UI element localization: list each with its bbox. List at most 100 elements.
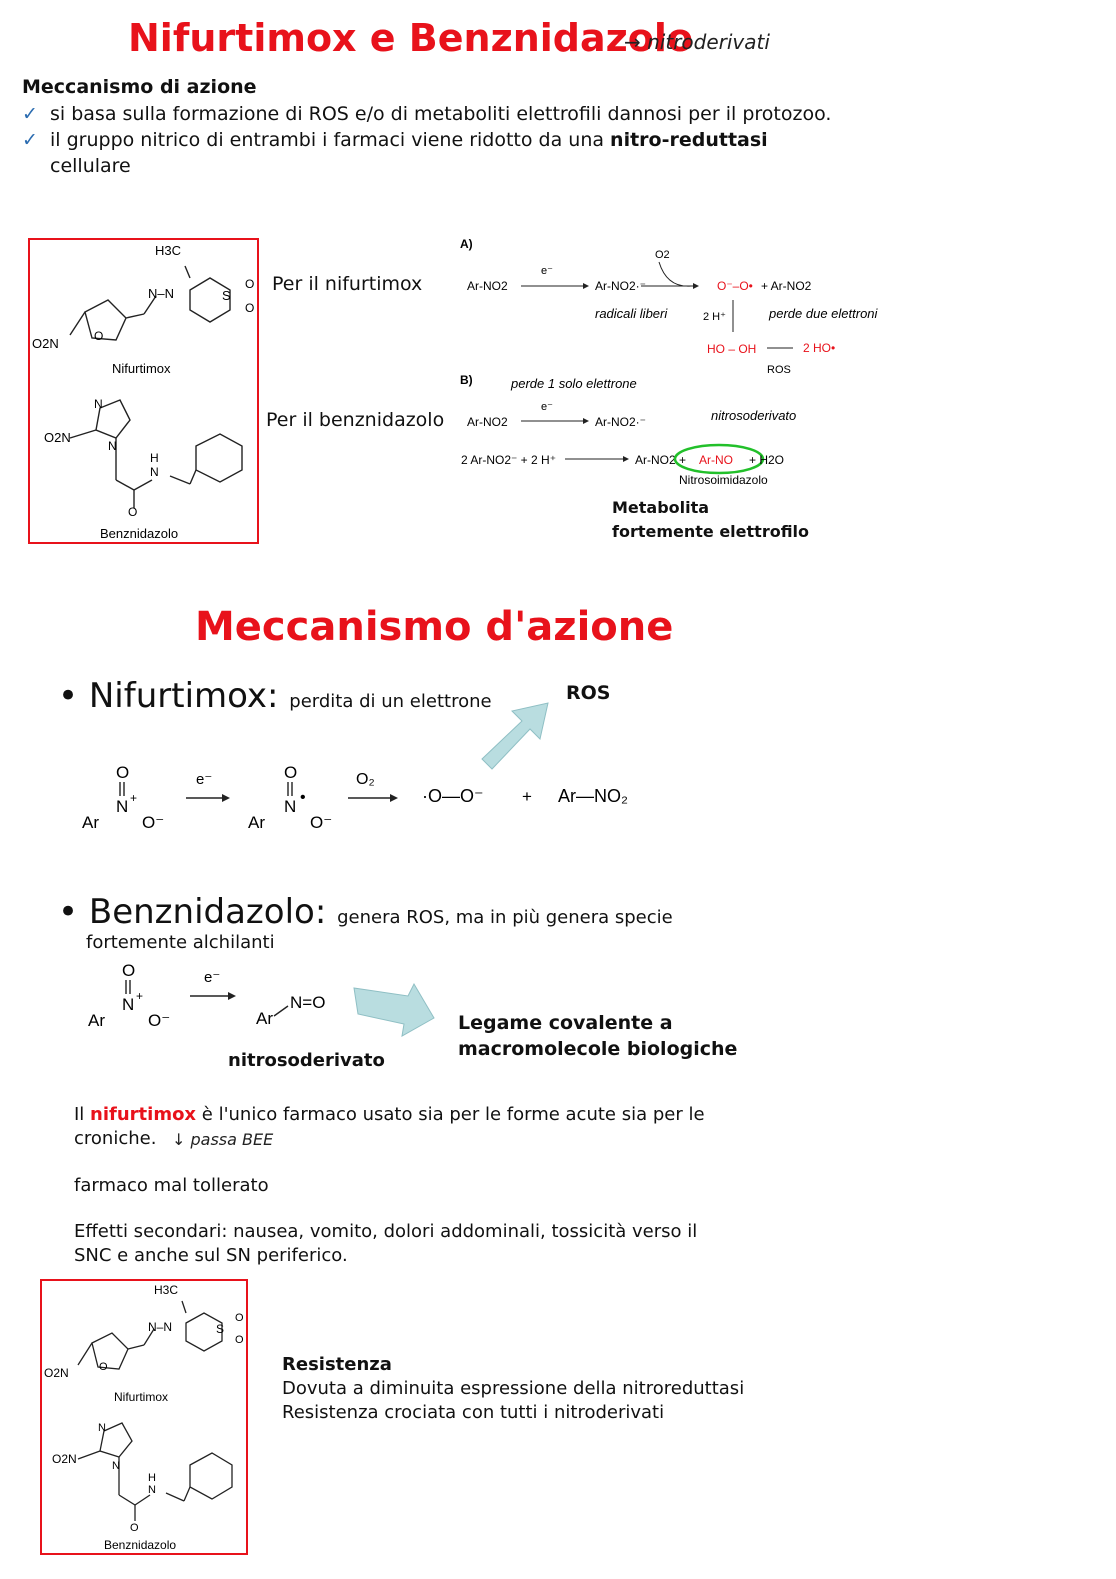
o-minus-label: O⁻ <box>148 1011 170 1030</box>
resistenza-line2: Resistenza crociata con tutti i nitroder… <box>282 1402 665 1423</box>
n-label: N <box>112 1460 120 1472</box>
n-label: N <box>98 1422 106 1434</box>
arrow-right-icon <box>353 982 435 1037</box>
benznidazolo-label: Benznidazolo <box>100 526 178 541</box>
arno2-text: Ar-NO2 <box>467 415 508 429</box>
o-label: O <box>116 763 129 782</box>
effetti-line2: SNC e anche sul SN periferico. <box>74 1245 348 1266</box>
benznidazolo-label: Benznidazolo <box>104 1538 176 1552</box>
scheme-b-label: B) <box>460 373 473 387</box>
text: Il <box>74 1104 91 1125</box>
o2-label: O₂ <box>356 771 375 788</box>
n-label: N <box>150 465 159 479</box>
perde-uno-note: perde 1 solo elettrone <box>510 376 637 391</box>
arno2-label: Ar—NO₂ <box>558 786 628 806</box>
nif-desc: perdita di un elettrone <box>289 691 492 712</box>
resistenza-line1: Dovuta a diminuita espressione della nit… <box>282 1378 745 1399</box>
nifurtimox-usage-line2: croniche. <box>74 1128 157 1149</box>
n-label: N <box>94 397 103 411</box>
o-label: O <box>235 1334 244 1346</box>
structures-drawing-2: H3C N–N S O O O O2N Nifurtimox N N O2N H… <box>44 1283 244 1552</box>
nif-name: Nifurtimox: <box>88 676 279 716</box>
benz-desc-continued: fortemente alchilanti <box>86 932 275 953</box>
n-eq-o-label: N=O <box>290 993 325 1012</box>
benz-name: Benznidazolo: <box>88 892 327 932</box>
arrow-up-right-icon <box>481 702 549 770</box>
nifurtimox-label: Nifurtimox <box>112 361 171 376</box>
ar-label: Ar <box>82 813 99 832</box>
h-label: H <box>150 451 159 465</box>
structures-box-2: H3C N–N S O O O O2N Nifurtimox N N O2N H… <box>40 1279 248 1555</box>
o2-text: O2 <box>655 249 670 261</box>
h-label: H <box>148 1472 156 1484</box>
page-title: Nifurtimox e Benznidazolo <box>128 16 693 60</box>
ar-label: Ar <box>88 1011 105 1030</box>
b-arno-text: Ar-NO <box>699 453 733 467</box>
check-icon: ✓ <box>22 103 38 125</box>
radical-text: Ar-NO2·⁻ <box>595 279 646 293</box>
effetti-line1: Effetti secondari: nausea, vomito, dolor… <box>74 1221 698 1242</box>
ros-text: ROS <box>767 364 791 376</box>
benznidazolo-heading: • Benznidazolo: genera ROS, ma in più ge… <box>58 892 673 932</box>
perde-due-note: perde due elettroni <box>768 306 879 321</box>
o-label: O <box>235 1312 244 1324</box>
superoxide-text: O⁻–O• <box>717 279 753 293</box>
electron-label: e⁻ <box>196 771 212 788</box>
o2n-label: O2N <box>32 336 59 351</box>
o-minus-label: O⁻ <box>142 813 164 832</box>
check-icon: ✓ <box>22 129 38 151</box>
nn-label: N–N <box>148 286 174 301</box>
bullet-text-a: il gruppo nitrico di entrambi i farmaci … <box>50 129 611 151</box>
bullet-list: ✓ si basa sulla formazione di ROS e/o di… <box>22 101 842 179</box>
o-label: O <box>130 1522 139 1534</box>
text: è l'unico farmaco usato sia per le forme… <box>196 1104 705 1125</box>
bullet-dot: • <box>58 892 89 932</box>
title-handwritten-note: → nitroderivati <box>624 30 770 54</box>
bullet-text-bold: nitro-reduttasi <box>610 129 768 151</box>
o-label: O <box>128 505 137 519</box>
passa-bee-note: ↓ passa BEE <box>172 1130 274 1149</box>
legame-line1: Legame covalente a <box>458 1012 673 1034</box>
o-label: O <box>94 329 103 343</box>
plus-arno2-text: + Ar-NO2 <box>761 279 812 293</box>
b-left-text: 2 Ar-NO2⁻ + 2 H⁺ <box>461 453 556 467</box>
highlight-ring <box>673 443 765 475</box>
scheme-a-label: A) <box>460 237 473 251</box>
electron-text: e⁻ <box>541 265 553 277</box>
n-label: N <box>108 439 117 453</box>
hooh-text: HO – OH <box>707 342 756 356</box>
electron-label: e⁻ <box>204 969 220 986</box>
arno2-text: Ar-NO2 <box>467 279 508 293</box>
label-benznidazolo: Per il benznidazolo <box>266 409 445 431</box>
h3c-label: H3C <box>155 243 181 258</box>
b-right-a-text: Ar-NO2 + <box>635 453 686 467</box>
benznidazolo-reaction: O N + Ar O⁻ e⁻ Ar N=O <box>88 961 325 1030</box>
bullet-item: ✓ si basa sulla formazione di ROS e/o di… <box>22 101 842 127</box>
bullet-item: ✓ il gruppo nitrico di entrambi i farmac… <box>22 127 842 179</box>
section-title: Meccanismo d'azione <box>195 604 674 650</box>
benz-desc: genera ROS, ma in più genera specie <box>337 907 673 928</box>
o2n-label: O2N <box>44 430 71 445</box>
reaction-scheme: A) Ar-NO2 e⁻ Ar-NO2·⁻ O2 O⁻–O• + Ar-NO2 … <box>460 237 879 487</box>
superoxide-label: ·O—O⁻ <box>422 786 484 806</box>
o2n-label: O2N <box>52 1452 77 1466</box>
two-ho-text: 2 HO• <box>803 341 835 355</box>
nitrosoderivato-note: nitrosoderivato <box>711 408 796 423</box>
electron-text: e⁻ <box>541 401 553 413</box>
h3c-label: H3C <box>154 1283 178 1297</box>
o-minus-label: O⁻ <box>310 813 332 832</box>
nn-label: N–N <box>148 1320 172 1334</box>
label-nifurtimox: Per il nifurtimox <box>272 273 423 295</box>
plus-label: + <box>522 787 532 806</box>
o-label: O <box>245 301 254 315</box>
n-label: N <box>122 995 134 1014</box>
svg-text:•: • <box>300 789 306 806</box>
s-label: S <box>216 1322 224 1336</box>
metabolita-label: Metabolita <box>612 498 710 517</box>
nifurtimox-heading: • Nifurtimox: perdita di un elettrone <box>58 676 492 716</box>
radical-text: Ar-NO2·⁻ <box>595 415 646 429</box>
nifurtimox-reaction: O N + Ar O⁻ e⁻ O N • Ar O⁻ O₂ ·O—O⁻ + Ar… <box>82 763 628 832</box>
elettrofilo-label: fortemente elettrofilo <box>612 522 810 541</box>
o-label: O <box>245 277 254 291</box>
bullet-text-b: cellulare <box>50 155 131 177</box>
